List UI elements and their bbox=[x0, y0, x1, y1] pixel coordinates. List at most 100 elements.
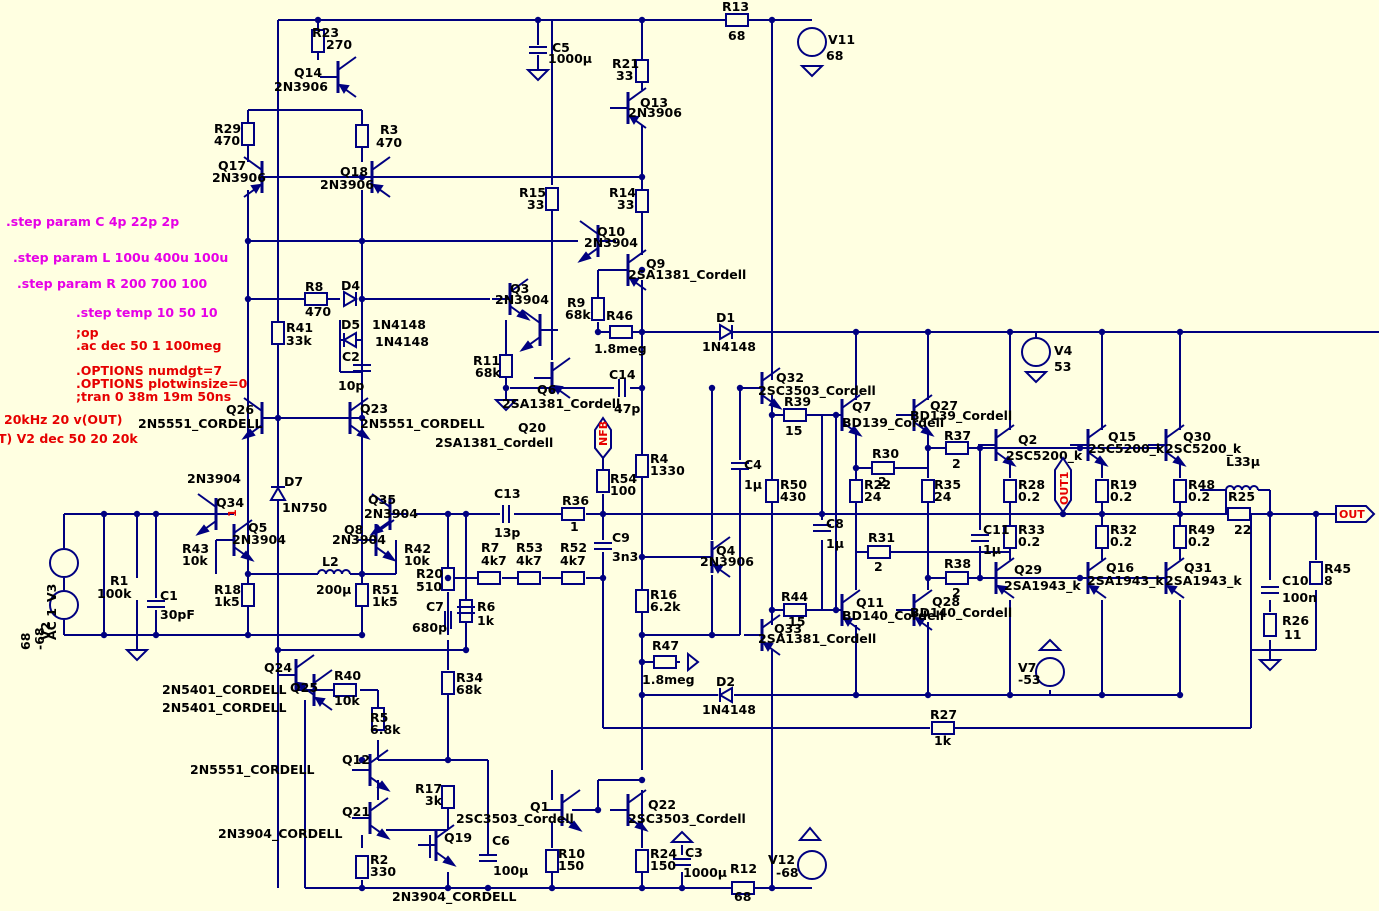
ref-r3: R3 bbox=[380, 122, 398, 137]
value-r36: 1 bbox=[570, 519, 579, 534]
ref-c6: C6 bbox=[492, 833, 510, 848]
ref-r13: R13 bbox=[722, 0, 749, 14]
value-q30: 2SC5200_k bbox=[1165, 441, 1242, 457]
ref-q25: Q25 bbox=[290, 680, 318, 695]
ref-v4: V4 bbox=[1054, 343, 1073, 358]
value-r43: 10k bbox=[182, 553, 208, 568]
net-flag-out: OUT bbox=[1335, 505, 1376, 523]
value-r15: 33 bbox=[527, 197, 544, 212]
v2-name-label: V2 bbox=[38, 622, 53, 640]
value-v7: -53 bbox=[1018, 672, 1041, 687]
ref-q35: Q35 bbox=[368, 492, 396, 507]
ref-r15: R15 bbox=[519, 185, 546, 200]
ref-q19: Q19 bbox=[444, 830, 472, 845]
value-r23: 270 bbox=[326, 37, 352, 52]
value-c6: 100µ bbox=[493, 863, 528, 878]
ref-c2: C2 bbox=[342, 349, 360, 364]
value-q32: 2SC3503_Cordell bbox=[758, 383, 876, 399]
value-r54: 100 bbox=[610, 483, 636, 498]
ref-r38: R38 bbox=[944, 556, 971, 571]
value-d2: 1N4148 bbox=[702, 702, 756, 717]
ref-r30: R30 bbox=[872, 446, 899, 461]
ref-c5: C5 bbox=[552, 40, 570, 55]
tran-directive: ;tran 0 38m 19m 50ns bbox=[76, 389, 231, 404]
ref-r32: R32 bbox=[1110, 522, 1137, 537]
ref-r53: R53 bbox=[516, 540, 543, 555]
ref-r34: R34 bbox=[456, 670, 483, 685]
value-c7: 680p bbox=[412, 620, 447, 635]
value-r22: 24 bbox=[864, 489, 882, 504]
ref-c9: C9 bbox=[612, 530, 630, 545]
out1-label: OUT1 bbox=[1058, 472, 1071, 505]
value-r4: 1330 bbox=[650, 463, 685, 478]
value-l2: 200µ bbox=[316, 582, 351, 597]
value-r42: 10k bbox=[404, 553, 430, 568]
value-r20: 510 bbox=[416, 579, 442, 594]
value-r21: 33 bbox=[616, 68, 633, 83]
value-q28: BD140_Cordell bbox=[910, 605, 1012, 621]
value-q2: 2SC5200_k bbox=[1006, 448, 1083, 464]
value-r28: 0.2 bbox=[1018, 489, 1040, 504]
value-r30: 2 bbox=[878, 474, 887, 489]
ref-r36: R36 bbox=[562, 493, 589, 508]
value-r13: 68 bbox=[728, 28, 745, 43]
ref-r8: R8 bbox=[305, 279, 323, 294]
ref-r20: R20 bbox=[416, 566, 443, 581]
value-v11: 68 bbox=[826, 48, 843, 63]
value-r9: 68k bbox=[565, 307, 591, 322]
ref-q29: Q29 bbox=[1014, 562, 1042, 577]
ref-q27: Q27 bbox=[930, 398, 958, 413]
value-r16: 6.2k bbox=[650, 599, 681, 614]
step-temp: .step temp 10 50 10 bbox=[76, 305, 218, 320]
out-label: OUT bbox=[1339, 508, 1365, 521]
value-r7: 4k7 bbox=[481, 553, 507, 568]
value-r45: 8 bbox=[1324, 573, 1333, 588]
value-r35: 24 bbox=[934, 489, 952, 504]
ref-c13: C13 bbox=[494, 486, 521, 501]
ref-d5: D5 bbox=[341, 317, 360, 332]
value-q10: 2N3904 bbox=[584, 235, 638, 250]
value-r31: 2 bbox=[874, 559, 883, 574]
net-flag-out1: OUT1 bbox=[1054, 456, 1072, 514]
value-c1: 30pF bbox=[160, 607, 195, 622]
value-r41: 33k bbox=[286, 333, 312, 348]
ref-r19: R19 bbox=[1110, 477, 1137, 492]
ref-r43: R43 bbox=[182, 541, 209, 556]
symbols bbox=[49, 13, 1323, 895]
ref-q10: Q10 bbox=[597, 224, 625, 239]
ref-r46: R46 bbox=[606, 308, 633, 323]
ref-q17: Q17 bbox=[218, 158, 246, 173]
ref-r2: R2 bbox=[370, 852, 388, 867]
ref-v7: V7 bbox=[1018, 660, 1036, 675]
ref-q34: Q34 bbox=[216, 495, 244, 510]
value-q15: 2SC5200_k bbox=[1088, 441, 1165, 457]
ref-r39: R39 bbox=[784, 394, 811, 409]
v2-ac-label: AC 1 bbox=[44, 608, 59, 640]
v2-value-label: -68 bbox=[32, 627, 47, 650]
v2-note: T) V2 dec 50 20 20k bbox=[0, 431, 138, 446]
value-q7: BD139_Cordell bbox=[842, 415, 944, 431]
value-r49: 0.2 bbox=[1188, 534, 1210, 549]
ref-d4: D4 bbox=[341, 278, 360, 293]
value-q34: 2N3904 bbox=[187, 471, 241, 486]
ref-q2: Q2 bbox=[1018, 432, 1037, 447]
value-q21: 2N3904_CORDELL bbox=[218, 826, 343, 842]
ref-r24: R24 bbox=[650, 846, 677, 861]
value-q25: 2N5401_CORDELL bbox=[162, 700, 287, 716]
ref-r9: R9 bbox=[567, 295, 585, 310]
value-q13: 2N3906 bbox=[628, 105, 682, 120]
value-q33: 2SA1381_Cordell bbox=[758, 631, 876, 647]
ref-c14: C14 bbox=[609, 367, 636, 382]
v3-value-label: 68 bbox=[18, 633, 33, 650]
value-d7: 1N750 bbox=[282, 500, 328, 515]
ref-q1: Q1 bbox=[530, 799, 549, 814]
value-q27: BD139_Cordell bbox=[910, 408, 1012, 424]
value-v4: 53 bbox=[1054, 359, 1071, 374]
value-q29: 2SA1943_k bbox=[1004, 578, 1081, 594]
ref-r26: R26 bbox=[1282, 613, 1309, 628]
ref-r35: R35 bbox=[934, 477, 961, 492]
ref-r16: R16 bbox=[650, 587, 677, 602]
ref-q32: Q32 bbox=[776, 370, 804, 385]
ref-q4: Q4 bbox=[716, 543, 736, 558]
ref-r52: R52 bbox=[560, 540, 587, 555]
